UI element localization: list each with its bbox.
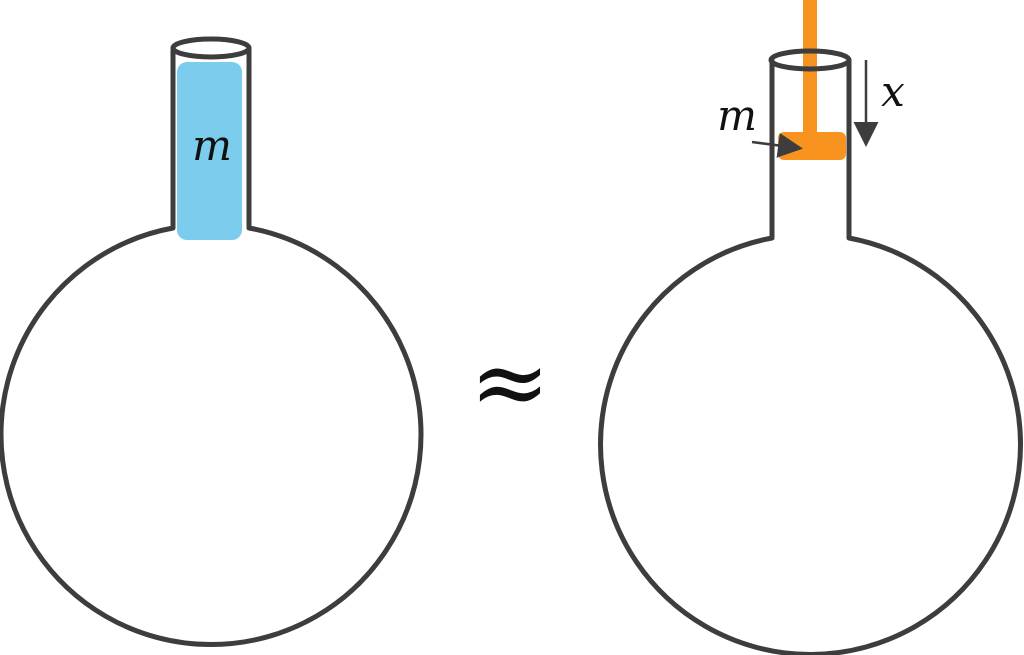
mass-pointer-arrow — [751, 133, 803, 158]
left-mass-label: m — [192, 121, 232, 170]
right-flask-rim — [768, 48, 852, 72]
right-flask: m x — [598, 0, 1023, 655]
displacement-label: x — [881, 67, 905, 116]
left-flask: m — [0, 36, 424, 647]
piston-mass-label: m — [717, 91, 757, 140]
left-flask-body — [0, 45, 424, 647]
left-flask-rim — [170, 36, 252, 60]
right-flask-body — [598, 57, 1023, 655]
liquid-column — [177, 62, 242, 240]
approx-symbol: ≈ — [470, 326, 550, 438]
